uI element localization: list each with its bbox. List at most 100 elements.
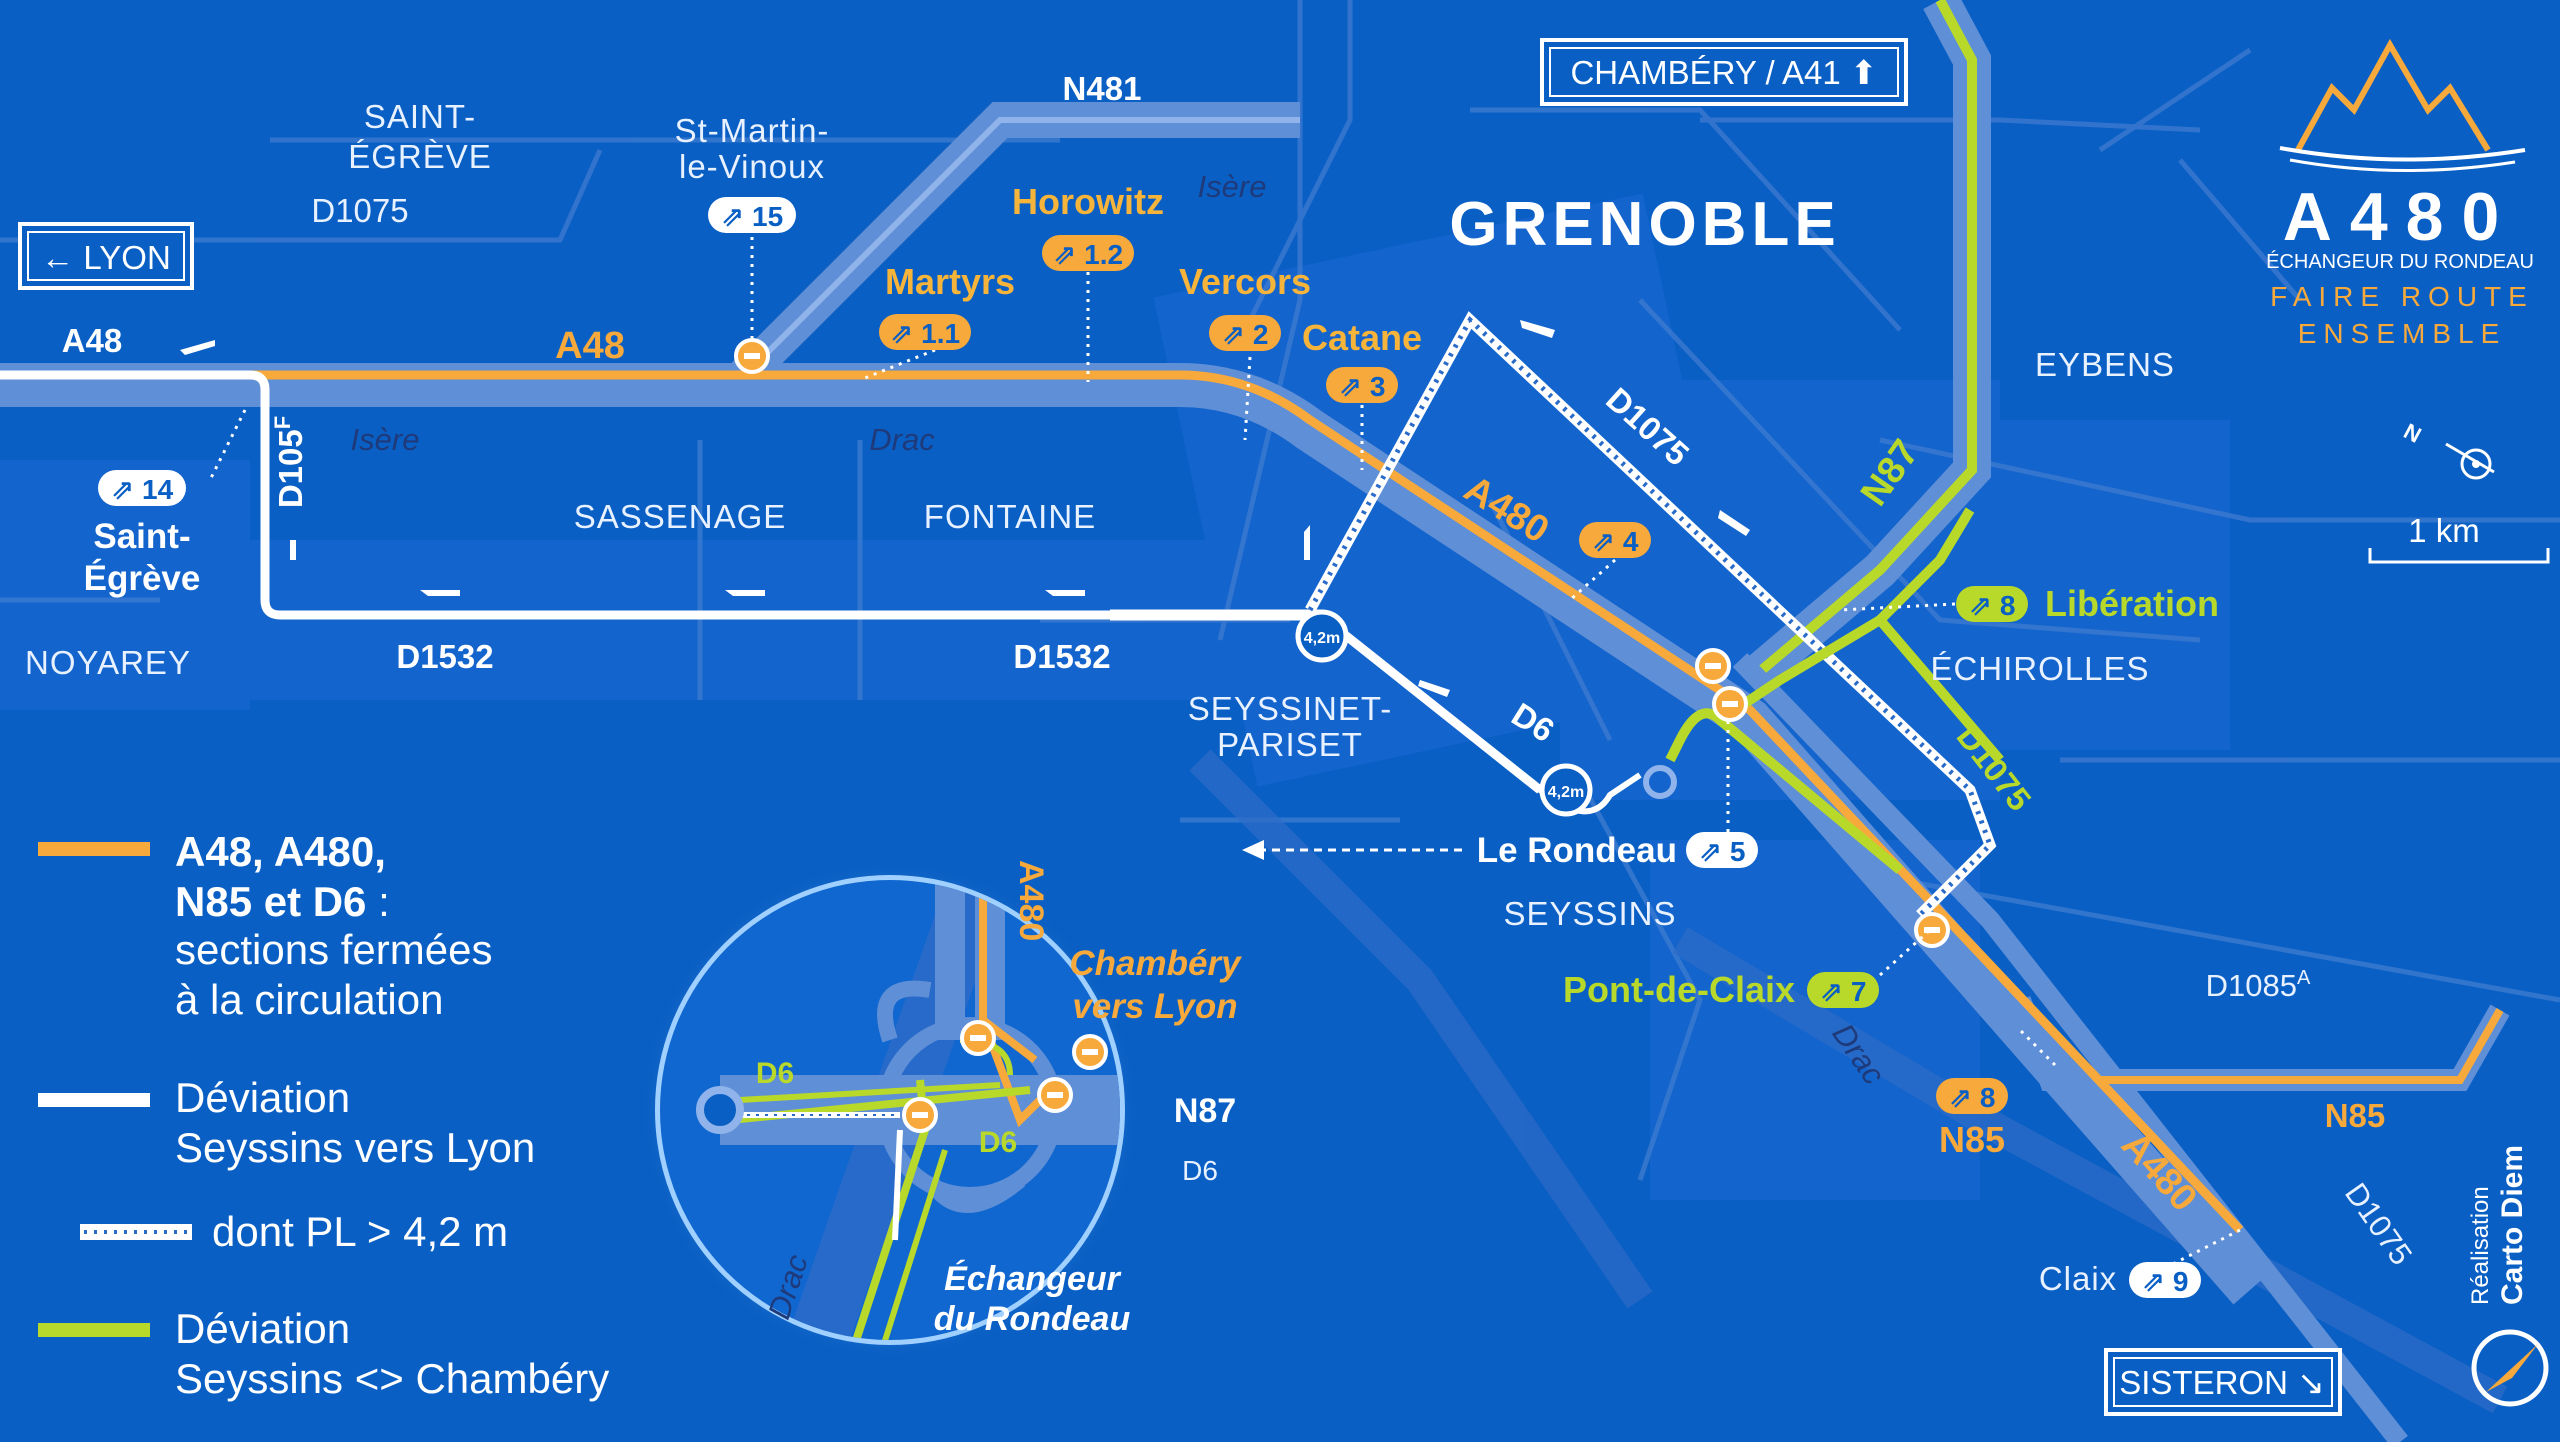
exit-name-martyrs: Martyrs	[885, 261, 1015, 302]
svg-text:⇗ 7: ⇗ 7	[1820, 976, 1867, 1007]
closure-marker	[1712, 686, 1748, 722]
svg-text:4,2m: 4,2m	[1304, 630, 1340, 647]
legend: A48, A480, N85 et D6 : sections fermées …	[38, 828, 609, 1402]
legend-swatch-deviation-lyon	[38, 1093, 150, 1107]
closure-marker	[1914, 912, 1950, 948]
brand-tagline: FAIRE ROUTE	[2270, 281, 2534, 312]
inset-label-a480: A480	[1012, 860, 1050, 941]
road-label-a48: A48	[62, 322, 123, 359]
river-isere: Isère	[351, 422, 420, 457]
sign-lyon[interactable]: ← LYON	[18, 222, 194, 290]
town-saint-egreve: SAINT-	[364, 98, 476, 135]
exit-badge-4: ⇗ 4	[1579, 522, 1651, 558]
legend-deviation-lyon: Seyssins vers Lyon	[175, 1124, 535, 1171]
road-label-d1075-south: D1075	[2338, 1177, 2419, 1272]
deviation-lyon	[0, 311, 1997, 919]
road-a48-a480	[0, 363, 2267, 1305]
svg-text:⇗ 2: ⇗ 2	[1222, 319, 1269, 350]
legend-swatch-deviation-chambery	[38, 1323, 150, 1337]
leader-lines	[208, 228, 2241, 1270]
svg-text:SISTERON ↘: SISTERON ↘	[2119, 1364, 2325, 1401]
exit-badge-7: ⇗ 7	[1807, 972, 1879, 1008]
road-n87	[1737, 0, 1991, 695]
inset-label-echangeur: Échangeur	[944, 1260, 1121, 1298]
town-claix: Claix	[2039, 1260, 2117, 1297]
exit-badge-8-n85: ⇗ 8	[1936, 1078, 2008, 1114]
legend-deviation-chambery: Seyssins <> Chambéry	[175, 1355, 609, 1402]
legend-deviation-chambery: Déviation	[175, 1305, 350, 1352]
road-label-d105f: D105F	[270, 416, 309, 508]
town-echirolles: ÉCHIROLLES	[1930, 650, 2149, 687]
road-label-n481: N481	[1063, 70, 1142, 107]
roundabout-rondeau	[1643, 765, 1677, 799]
svg-text:N: N	[2400, 418, 2426, 448]
exit-badge-1-2: ⇗ 1.2	[1042, 235, 1134, 271]
height-limit-sign: 4,2m	[1295, 609, 1349, 663]
town-seyssins: SEYSSINS	[1503, 895, 1676, 932]
exit-name-catane: Catane	[1302, 317, 1422, 358]
road-label-d1532: D1532	[1013, 638, 1110, 675]
legend-deviation-lyon: Déviation	[175, 1074, 350, 1121]
exit-badge-1-1: ⇗ 1.1	[879, 314, 971, 350]
inset-label-chambery: vers Lyon	[1072, 987, 1237, 1026]
closure-marker	[1695, 648, 1731, 684]
svg-text:Réalisation: Réalisation	[2467, 1186, 2494, 1305]
river-drac: Drac	[869, 422, 935, 457]
exit-name-le-rondeau: Le Rondeau	[1477, 831, 1677, 870]
brand-logo	[2279, 38, 2526, 172]
exit-name-vercors: Vercors	[1179, 261, 1311, 302]
legend-swatch-closed	[38, 842, 150, 856]
brand-subtitle: ÉCHANGEUR DU RONDEAU	[2266, 250, 2534, 273]
svg-text:⇗ 1.2: ⇗ 1.2	[1053, 239, 1123, 270]
legend-closed: à la circulation	[175, 976, 443, 1023]
inset-label-d6: D6	[979, 1126, 1017, 1159]
credit: Réalisation Carto Diem	[2467, 1145, 2549, 1407]
legend-closed: sections fermées	[175, 926, 492, 973]
sign-chambery[interactable]: CHAMBÉRY / A41 ⬆	[1540, 38, 1908, 106]
exit-badge-9: ⇗ 9	[2129, 1262, 2201, 1298]
city-grenoble: GRENOBLE	[1449, 190, 1840, 259]
svg-text:⇗ 15: ⇗ 15	[721, 201, 783, 232]
inset-label-n87: N87	[1174, 1092, 1236, 1130]
svg-text:CHAMBÉRY / A41 ⬆: CHAMBÉRY / A41 ⬆	[1570, 54, 1877, 91]
exit-name-saint-egreve: Égrève	[84, 558, 201, 598]
legend-pl: dont PL > 4,2 m	[212, 1208, 508, 1255]
exit-badge-14: ⇗ 14	[98, 470, 186, 506]
compass-icon: N	[2400, 418, 2495, 480]
exit-badge-15: ⇗ 15	[708, 197, 796, 233]
exit-badge-2: ⇗ 2	[1209, 315, 1281, 351]
road-n481	[727, 102, 1300, 393]
town-fontaine: FONTAINE	[924, 498, 1096, 535]
inset-pointer	[1242, 840, 1462, 860]
svg-text:⇗ 8: ⇗ 8	[1949, 1082, 1996, 1113]
closure-marker	[734, 338, 770, 374]
road-label-d1532: D1532	[396, 638, 493, 675]
road-label-n85-exit: N85	[1939, 1119, 2005, 1160]
svg-text:⇗ 14: ⇗ 14	[111, 474, 174, 505]
inset-rondeau: A480 Chambéry vers Lyon D6 D6 D6 N87 Dra…	[640, 860, 1242, 1360]
exit-name-horowitz: Horowitz	[1012, 181, 1164, 222]
direction-arrows	[180, 320, 1750, 697]
river-isere: Isère	[1198, 169, 1267, 204]
svg-text:⇗ 8: ⇗ 8	[1969, 590, 2016, 621]
road-label-n85: N85	[2325, 1097, 2386, 1134]
town-sassenage: SASSENAGE	[574, 498, 787, 535]
road-label-d1075: D1075	[311, 192, 408, 229]
svg-text:1 km: 1 km	[2408, 512, 2480, 549]
road-label-d1085: D1085A	[2206, 967, 2311, 1003]
inset-label-echangeur: du Rondeau	[934, 1300, 1131, 1338]
exit-badge-3: ⇗ 3	[1326, 367, 1398, 403]
town-seyssinet: PARISET	[1217, 726, 1363, 763]
height-limit-markers: 4,2m 4,2m	[1295, 609, 1677, 817]
exit-name-saint-egreve: Saint-	[93, 517, 190, 556]
exit-badges: ⇗ 15 ⇗ 14 ⇗ 1.1 ⇗ 1.2 ⇗ 2 ⇗ 3 ⇗ 4 ⇗ 5 ⇗ …	[98, 197, 2201, 1298]
svg-text:4,2m: 4,2m	[1548, 784, 1584, 801]
exit-badge-8-liberation: ⇗ 8	[1956, 586, 2028, 622]
svg-text:⇗ 3: ⇗ 3	[1339, 371, 1386, 402]
carto-diem-logo-icon	[2471, 1329, 2549, 1407]
sign-sisteron[interactable]: SISTERON ↘	[2104, 1348, 2342, 1416]
town-st-martin: le-Vinoux	[679, 148, 825, 185]
scale-bar: 1 km	[2368, 512, 2550, 564]
brand-title: A480	[2283, 179, 2518, 255]
legend-closed: A48, A480,	[175, 828, 386, 875]
